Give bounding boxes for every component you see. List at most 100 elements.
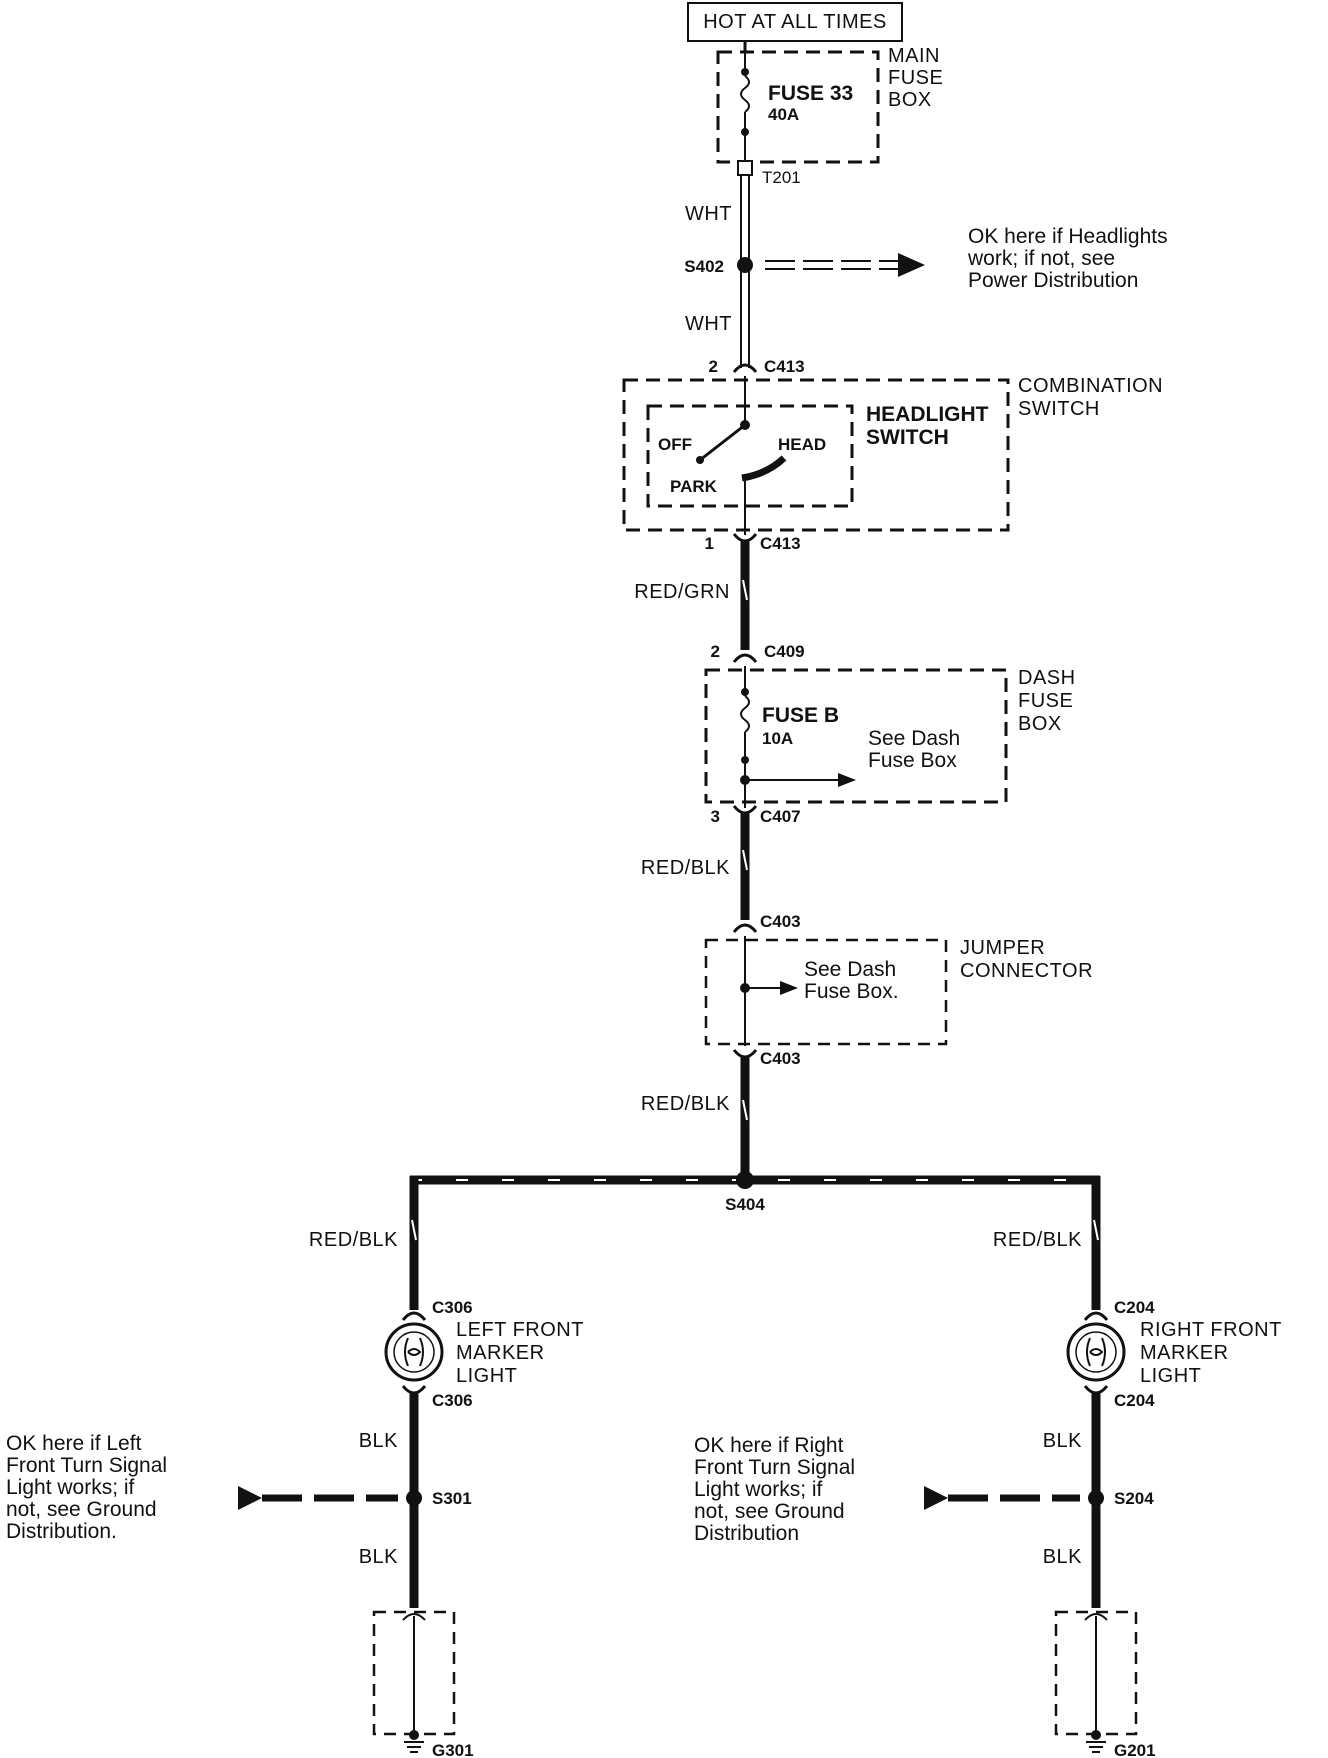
fuse-b-name: FUSE B — [762, 704, 839, 727]
jumper-connector: See Dash Fuse Box. JUMPER CONNECTOR — [704, 936, 1093, 1046]
left-marker-light — [384, 1322, 444, 1382]
combination-switch-label-1: COMBINATION — [1018, 375, 1163, 397]
wire-red-grn-label: RED/GRN — [634, 581, 730, 603]
connector-c403-top — [732, 923, 758, 933]
fuse-33-rating: 40A — [768, 105, 799, 124]
splice-s204-label: S204 — [1114, 1489, 1154, 1508]
c407-pin: 3 — [711, 807, 720, 826]
dash-fuse-box: FUSE B 10A See Dash Fuse Box DASH FUSE B… — [704, 666, 1076, 808]
c204-top-label: C204 — [1114, 1298, 1155, 1317]
connector-c306-bottom — [401, 1385, 427, 1395]
terminal-t201-label: T201 — [762, 168, 801, 187]
jumper-see-1: See Dash — [804, 958, 896, 981]
wire-red-blk-right-label: RED/BLK — [993, 1229, 1082, 1251]
headlight-switch-label-1: HEADLIGHT — [866, 403, 989, 426]
splice-s301 — [406, 1490, 422, 1506]
ground-g201-box — [1054, 1610, 1138, 1753]
headlight-switch-blade — [699, 423, 746, 462]
wire-blk-left-lower-label: BLK — [359, 1546, 398, 1568]
switch-pos-park: PARK — [670, 477, 718, 496]
jumper-label-2: CONNECTOR — [960, 960, 1093, 982]
switch-pos-head: HEAD — [778, 435, 826, 454]
wire-red-blk-2-label: RED/BLK — [641, 1093, 730, 1115]
s204-note-2: Front Turn Signal — [694, 1456, 855, 1479]
right-marker-label-2: MARKER — [1140, 1342, 1229, 1364]
s204-note-4: not, see Ground — [694, 1500, 845, 1523]
c403-bottom-label: C403 — [760, 1049, 801, 1068]
connector-c204-bottom — [1083, 1385, 1109, 1395]
wire-wht-lower-label: WHT — [685, 313, 732, 335]
connector-c413-top — [732, 363, 758, 373]
combination-switch-label-2: SWITCH — [1018, 398, 1100, 420]
s204-arrow — [924, 1486, 1080, 1510]
right-marker-label-1: RIGHT FRONT — [1140, 1319, 1282, 1341]
head-contact — [741, 455, 787, 482]
s301-arrow — [238, 1486, 398, 1510]
wire-blk-right-lower-label: BLK — [1043, 1546, 1082, 1568]
splice-s301-label: S301 — [432, 1489, 472, 1508]
jumper-see-2: Fuse Box. — [804, 980, 899, 1003]
s301-note-5: Distribution. — [6, 1520, 117, 1543]
connector-c204-top — [1083, 1311, 1109, 1321]
c413-top-pin: 2 — [709, 357, 718, 376]
main-fuse-box-label-1: MAIN — [888, 45, 940, 67]
fuse-33-name: FUSE 33 — [768, 82, 853, 105]
wire-red-blk-left-label: RED/BLK — [309, 1229, 398, 1251]
s301-note-2: Front Turn Signal — [6, 1454, 167, 1477]
main-fuse-box-label-3: BOX — [888, 89, 932, 111]
splice-s402-label: S402 — [684, 257, 724, 276]
connector-c413-bottom — [732, 533, 758, 543]
dash-fuse-see-1: See Dash — [868, 727, 960, 750]
dash-fuse-see-2: Fuse Box — [868, 749, 957, 772]
splice-s402 — [737, 257, 753, 273]
combination-switch: COMBINATION SWITCH HEADLIGHT SWITCH OFF … — [622, 375, 1163, 535]
left-marker-label-1: LEFT FRONT — [456, 1319, 584, 1341]
ground-g201-label: G201 — [1114, 1741, 1156, 1758]
s204-note-5: Distribution — [694, 1522, 799, 1545]
c413-bottom-label: C413 — [760, 534, 801, 553]
power-source-box — [687, 2, 903, 42]
ground-g301-label: G301 — [432, 1741, 474, 1758]
switch-pos-off: OFF — [658, 435, 692, 454]
wire-red-blk-1-label: RED/BLK — [641, 857, 730, 879]
s301-note-4: not, see Ground — [6, 1498, 157, 1521]
s402-note-3: Power Distribution — [968, 269, 1138, 292]
c413-bottom-pin: 1 — [705, 534, 714, 553]
power-source-label: HOT AT ALL TIMES — [703, 11, 887, 33]
c306-bottom-label: C306 — [432, 1391, 473, 1410]
dash-fuse-box-label-3: BOX — [1018, 713, 1062, 735]
headlight-switch-label-2: SWITCH — [866, 426, 949, 449]
splice-s404 — [736, 1171, 754, 1189]
c306-top-label: C306 — [432, 1298, 473, 1317]
s301-note-1: OK here if Left — [6, 1432, 142, 1455]
c409-label: C409 — [764, 642, 805, 661]
wire-wht-upper-label: WHT — [685, 203, 732, 225]
fuse-33-symbol — [740, 75, 750, 113]
c204-bottom-label: C204 — [1114, 1391, 1155, 1410]
s402-note-1: OK here if Headlights — [968, 225, 1168, 248]
left-marker-label-2: MARKER — [456, 1342, 545, 1364]
main-fuse-box: FUSE 33 40A MAIN FUSE BOX — [716, 45, 943, 164]
dash-fuse-box-label-2: FUSE — [1018, 690, 1073, 712]
wire-blk-left-upper-label: BLK — [359, 1430, 398, 1452]
terminal-t201 — [737, 160, 753, 176]
connector-c306-top — [401, 1311, 427, 1321]
c403-top-label: C403 — [760, 912, 801, 931]
dash-fuse-box-label-1: DASH — [1018, 667, 1076, 689]
splice-s204 — [1088, 1490, 1104, 1506]
wire-blk-right-upper-label: BLK — [1043, 1430, 1082, 1452]
c413-top-label: C413 — [764, 357, 805, 376]
main-fuse-box-label-2: FUSE — [888, 67, 943, 89]
s204-note-1: OK here if Right — [694, 1434, 844, 1457]
connector-c409 — [732, 653, 758, 663]
s204-note-3: Light works; if — [694, 1478, 823, 1501]
s402-note-2: work; if not, see — [967, 247, 1115, 270]
connector-c403-bottom — [732, 1049, 758, 1059]
right-marker-light — [1066, 1322, 1126, 1382]
left-marker-label-3: LIGHT — [456, 1365, 517, 1387]
fuse-b-symbol — [740, 695, 750, 733]
c407-label: C407 — [760, 807, 801, 826]
s301-note-3: Light works; if — [6, 1476, 135, 1499]
splice-s404-label: S404 — [725, 1195, 765, 1214]
